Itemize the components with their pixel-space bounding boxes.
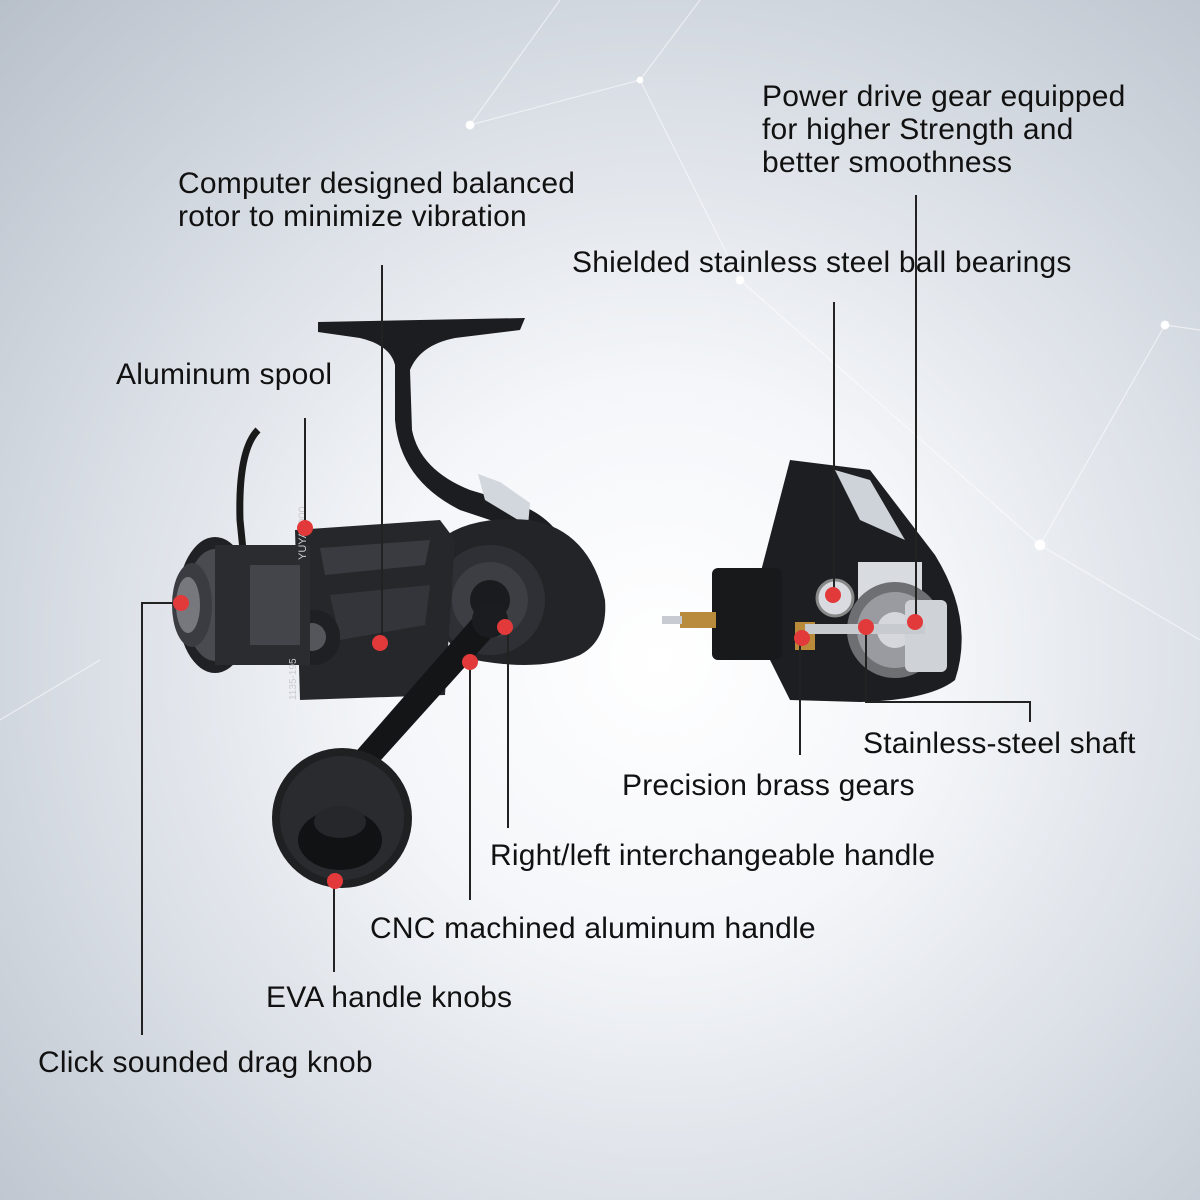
- gearbox-front: [712, 568, 782, 660]
- marker-cnc-handle: [462, 654, 478, 670]
- marker-ball-bearings: [825, 587, 841, 603]
- label-balanced-rotor: Computer designed balanced rotor to mini…: [178, 167, 576, 233]
- leader-lines: [141, 195, 1031, 1035]
- label-brass-gears: Precision brass gears: [622, 769, 915, 802]
- label-cnc-handle: CNC machined aluminum handle: [370, 912, 816, 945]
- label-eva-knobs: EVA handle knobs: [266, 981, 513, 1014]
- reel-serial-text: 1135-195: [288, 658, 299, 700]
- marker-eva-knob: [327, 873, 343, 889]
- marker-shaft: [858, 619, 874, 635]
- handle-arm: [352, 612, 500, 770]
- label-drag-knob: Click sounded drag knob: [38, 1046, 373, 1079]
- marker-drag-knob: [173, 595, 189, 611]
- marker-interchangeable-handle: [497, 619, 513, 635]
- foot-cutout: [478, 474, 530, 526]
- label-aluminum-spool: Aluminum spool: [116, 358, 333, 391]
- label-stainless-shaft: Stainless-steel shaft: [863, 727, 1136, 760]
- marker-spool: [297, 520, 313, 536]
- background-network: [0, 0, 1200, 720]
- marker-rotor: [372, 635, 388, 651]
- label-interchangeable-handle: Right/left interchangeable handle: [490, 839, 936, 872]
- bail-wire: [236, 427, 261, 621]
- label-ball-bearings: Shielded stainless steel ball bearings: [572, 246, 1072, 279]
- assembled-reel: YUYA5000 1135-195: [172, 318, 606, 888]
- marker-dots: [173, 520, 923, 889]
- marker-brass-gears: [794, 630, 810, 646]
- marker-power-drive: [907, 614, 923, 630]
- label-power-drive-gear: Power drive gear equipped for higher Str…: [762, 80, 1126, 179]
